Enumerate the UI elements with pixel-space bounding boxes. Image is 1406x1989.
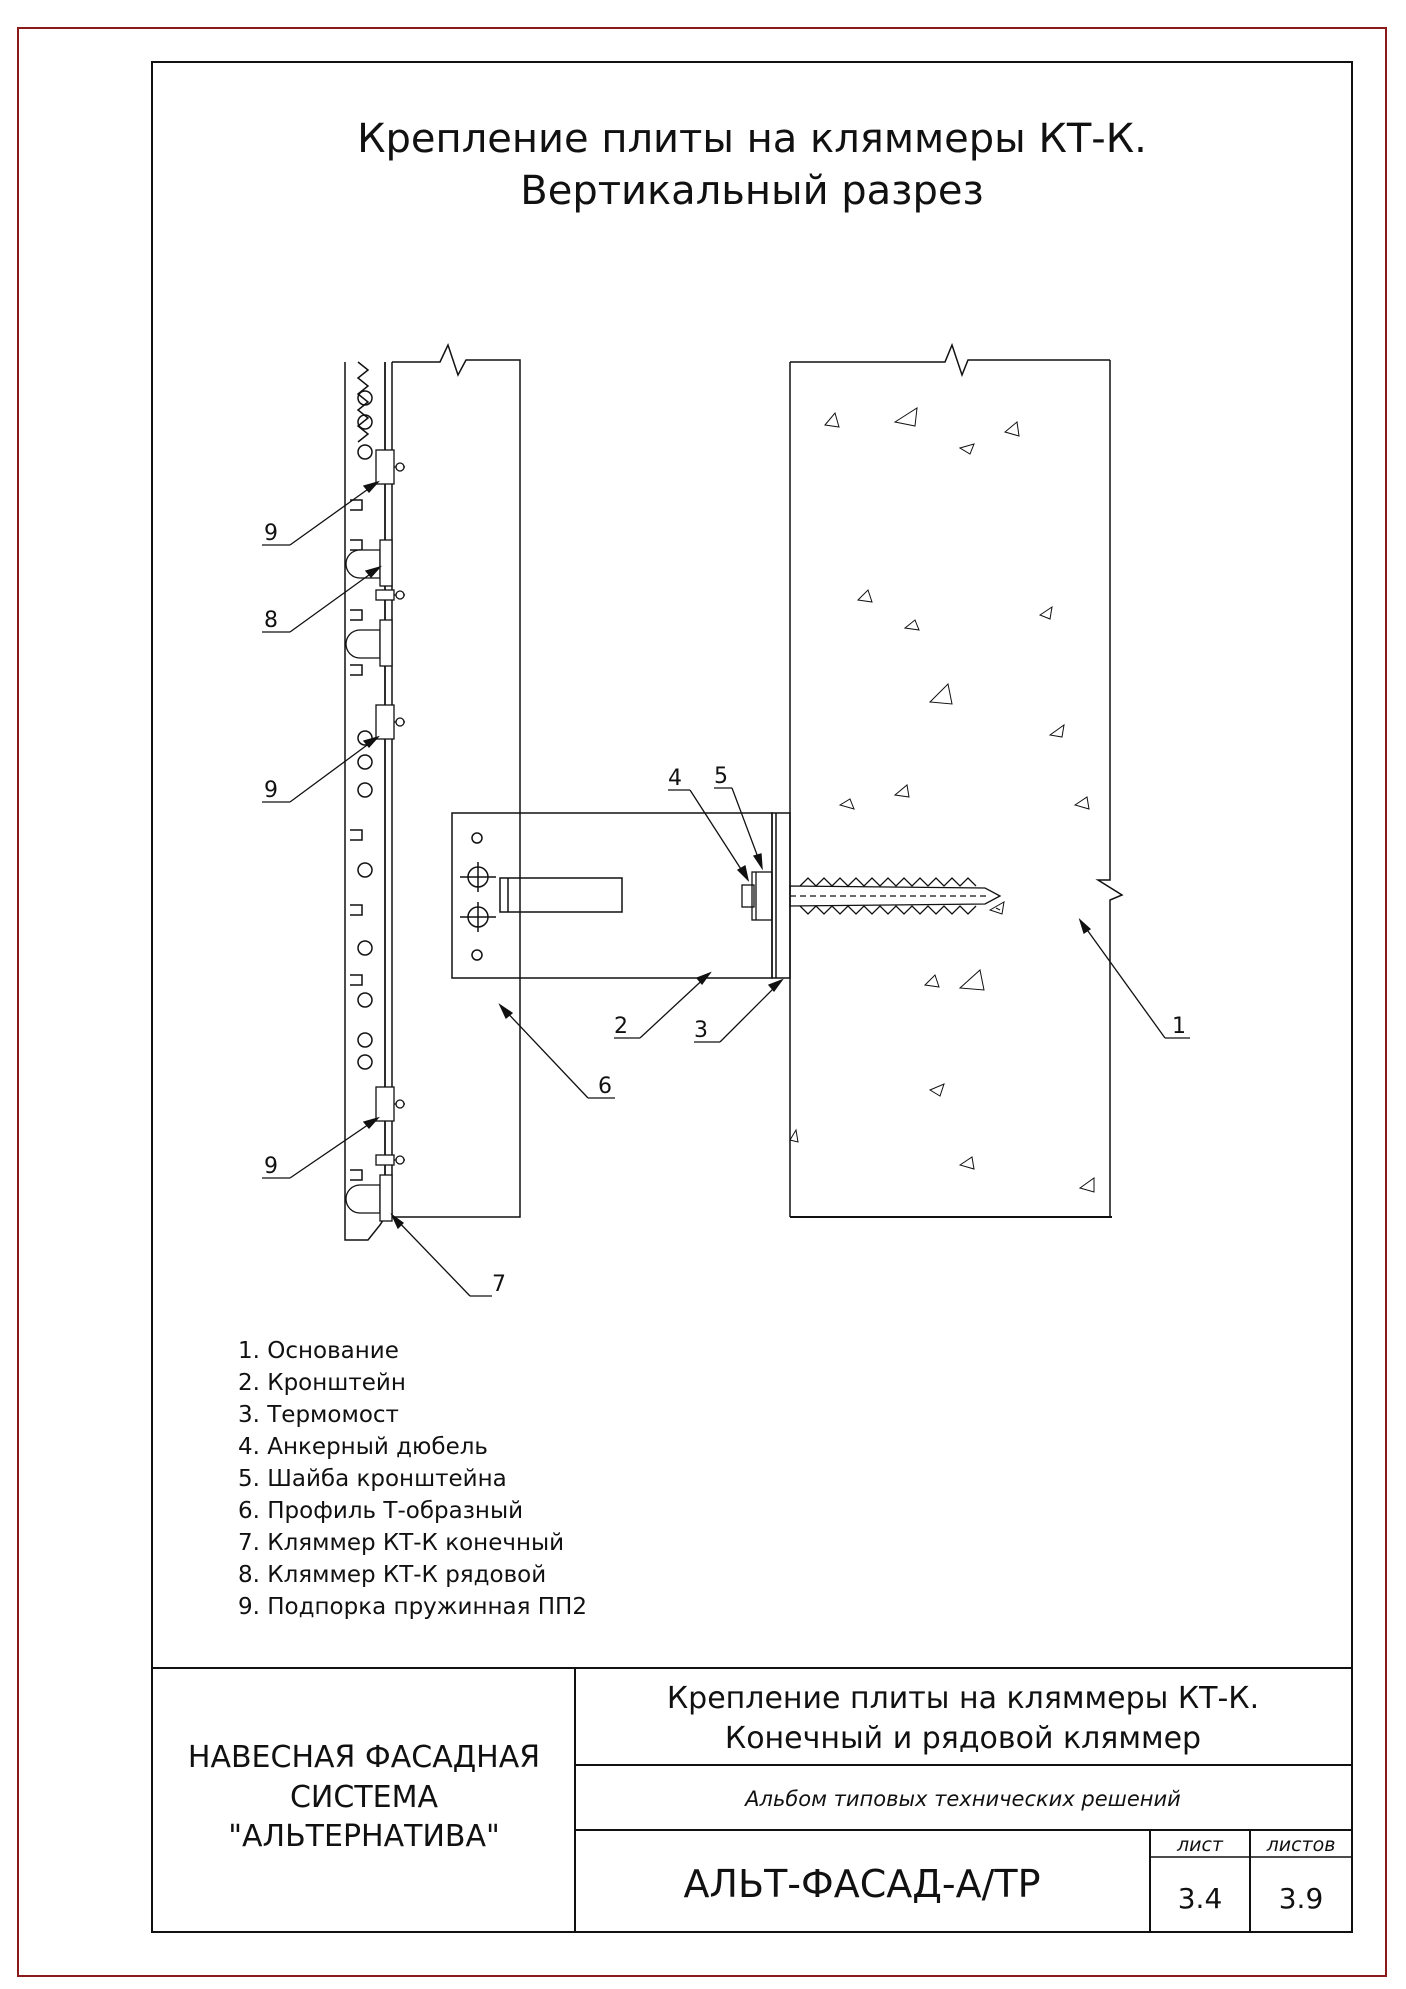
sheets-label: листов — [1266, 1834, 1336, 1856]
legend-item: 7. Кляммер КТ-К конечный — [238, 1530, 564, 1556]
callout-9-middle: 9 — [264, 778, 278, 803]
bracket — [451, 812, 773, 979]
concrete-hatch — [789, 407, 1095, 1193]
callout-9-bottom: 9 — [264, 1154, 278, 1179]
callout-7: 7 — [492, 1272, 506, 1297]
title-block — [152, 1667, 1352, 1932]
stamp-title-line2: Конечный и рядовой кляммер — [725, 1721, 1201, 1756]
leader-lines — [262, 480, 1190, 1297]
callout-6: 6 — [598, 1074, 612, 1099]
sheet-label: лист — [1176, 1834, 1224, 1856]
org-name-line2: СИСТЕМА — [290, 1780, 439, 1815]
album-name: Альбом типовых технических решений — [743, 1787, 1181, 1811]
outer-frame — [17, 27, 1387, 1977]
callout-8: 8 — [264, 608, 278, 633]
sheets-total: 3.9 — [1279, 1882, 1324, 1915]
legend-item: 6. Профиль Т-образный — [238, 1498, 523, 1524]
legend: 1. Основание 2. Кронштейн 3. Термомост 4… — [238, 1338, 587, 1620]
stamp-title-line1: Крепление плиты на кляммеры КТ-К. — [667, 1681, 1259, 1716]
legend-item: 8. Кляммер КТ-К рядовой — [238, 1562, 546, 1588]
callout-5: 5 — [714, 764, 728, 789]
drawing-code: АЛЬТ-ФАСАД-А/ТР — [683, 1862, 1040, 1906]
org-name-line3: "АЛЬТЕРНАТИВА" — [228, 1819, 500, 1854]
thermal-bridge — [771, 812, 791, 979]
anchor-dowel — [741, 871, 1002, 921]
org-name-line1: НАВЕСНАЯ ФАСАДНАЯ — [188, 1740, 540, 1775]
drawing-title-line1: Крепление плиты на кляммеры КТ-К. — [357, 116, 1147, 162]
t-profile — [384, 342, 521, 1218]
sheet-number: 3.4 — [1178, 1882, 1223, 1915]
facade-plate — [344, 361, 386, 1241]
legend-item: 4. Анкерный дюбель — [238, 1434, 488, 1460]
legend-item: 3. Термомост — [238, 1402, 399, 1428]
drawing-title-line2: Вертикальный разрез — [520, 168, 983, 214]
callout-9-top: 9 — [264, 521, 278, 546]
callout-4: 4 — [668, 766, 682, 791]
legend-item: 2. Кронштейн — [238, 1370, 406, 1396]
callout-1: 1 — [1172, 1014, 1186, 1039]
callout-2: 2 — [614, 1014, 628, 1039]
clammers — [345, 449, 405, 1222]
legend-item: 9. Подпорка пружинная ПП2 — [238, 1594, 587, 1620]
legend-item: 5. Шайба кронштейна — [238, 1466, 507, 1492]
inner-frame — [151, 61, 1353, 1933]
legend-item: 1. Основание — [238, 1338, 399, 1364]
concrete-base — [789, 342, 1124, 1218]
callout-3: 3 — [694, 1018, 708, 1043]
